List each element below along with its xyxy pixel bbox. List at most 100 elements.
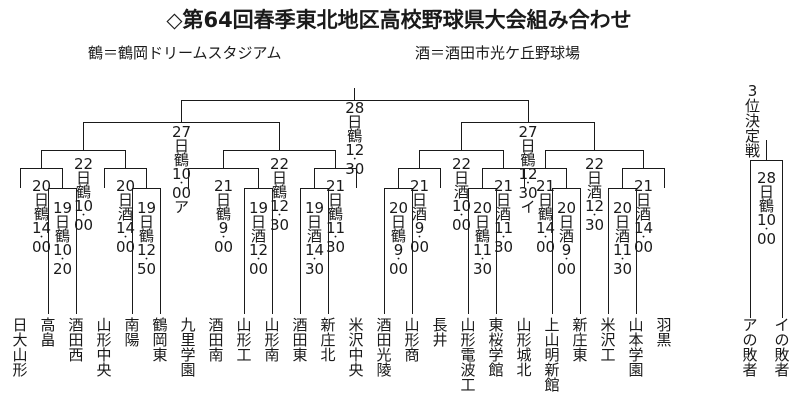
label-part: 28	[757, 169, 777, 187]
team-name-char: 陽	[124, 331, 140, 349]
semifinal-1-right-leg	[279, 122, 280, 150]
quarterfinal-3-left-leg	[419, 150, 420, 168]
label-part: 9	[414, 218, 425, 237]
label-part: ・	[523, 178, 533, 189]
team-name: 酒田東	[292, 318, 308, 363]
third-place-entrant-char: イ	[774, 316, 790, 334]
team-name-char: 酒	[292, 316, 308, 334]
round1-match-2-bar	[132, 188, 160, 189]
label-part: ・	[58, 254, 68, 265]
quarterfinal-1-left-leg	[41, 150, 42, 168]
team-name-char: 形	[236, 331, 252, 349]
round1-match-5-bar	[384, 188, 412, 189]
team-name-char: 園	[628, 361, 644, 379]
label-part: 30	[585, 216, 605, 235]
label-part: 20	[116, 177, 136, 195]
label-part: ・	[590, 210, 600, 221]
round2-match-8-left-leg	[622, 168, 623, 188]
round2-match-7-right-leg	[566, 168, 567, 188]
label-part: ア	[174, 198, 190, 217]
team-name-char: 工	[236, 346, 252, 364]
label-part: 10	[757, 210, 777, 229]
label-part: ・	[331, 232, 341, 243]
label-part: 21	[214, 177, 234, 195]
label-part: 日	[587, 168, 603, 187]
team-name-char: 田	[68, 331, 84, 349]
label-part: 50	[137, 260, 157, 279]
team-name: 九里学園	[180, 318, 196, 378]
round1-match-6-bar	[468, 188, 496, 189]
label-part: 10	[172, 164, 192, 183]
third-place-entrant-char: 者	[742, 361, 758, 379]
label-part: ・	[415, 232, 425, 243]
round2-match-1-left-leg	[20, 168, 21, 188]
third-place-stem	[766, 140, 767, 160]
team-name-char: 九	[180, 316, 196, 334]
label-part: 11	[326, 218, 346, 237]
label-part: ・	[541, 232, 551, 243]
label-part: 19	[53, 199, 73, 217]
final-match-right-leg	[527, 100, 529, 122]
team-name-char: 岡	[152, 331, 168, 349]
team-name-char: 長	[432, 316, 448, 334]
label-part: 酒	[587, 182, 603, 201]
label-part: 10	[452, 196, 472, 215]
third-place-entrant-char: の	[774, 331, 790, 349]
team-name-char: 工	[600, 346, 616, 364]
semifinal-1-left-leg	[83, 122, 84, 150]
label-part: 9	[561, 240, 572, 259]
team-name-char: 上	[544, 316, 560, 334]
label-part: 30	[345, 160, 365, 179]
label-part: 00	[74, 216, 94, 235]
label-part: 酒	[636, 204, 652, 223]
team-name-char: 酒	[376, 316, 392, 334]
label-part: 鶴	[216, 204, 232, 223]
team-name-char: 田	[376, 331, 392, 349]
team-name: 山形城北	[516, 318, 532, 378]
third-place-entrant-char: ア	[742, 316, 758, 334]
team-name-char: 山	[12, 346, 28, 364]
label-part: 10	[74, 196, 94, 215]
label-part: 日	[615, 212, 631, 231]
round1-match-3-right-leg	[272, 188, 273, 314]
team-name-char: 田	[292, 331, 308, 349]
label-part: 12	[270, 196, 290, 215]
label-part: 30	[518, 184, 538, 203]
team-name: 長井	[432, 318, 448, 348]
team-name-char: 館	[544, 376, 560, 394]
label-part: 日	[251, 212, 267, 231]
label-part: ・	[618, 254, 628, 265]
label-part: 00	[116, 238, 136, 257]
round2-match-7-bar	[524, 168, 566, 169]
round1-match-1-right-leg	[76, 188, 77, 314]
label-part: 21	[326, 177, 346, 195]
label-part: 日	[139, 212, 155, 231]
label-part: 11	[494, 218, 514, 237]
label-part: 日	[759, 182, 775, 201]
third-place-entrant-char: 敗	[742, 346, 758, 364]
team-name-char: 陵	[376, 361, 392, 379]
label-part: 00	[389, 260, 409, 279]
quarterfinal-1-bar	[41, 150, 125, 151]
team-name: 米沢工	[600, 318, 616, 363]
round1-match-2-right-leg	[160, 188, 161, 314]
team-name-char: 形	[516, 331, 532, 349]
semifinal-2-left-leg	[461, 122, 462, 150]
team-name-char: 山	[516, 316, 532, 334]
round2-match-4-right-leg	[356, 168, 357, 188]
venue-legend-tsuru: 鶴＝鶴岡ドリームスタジアム	[88, 44, 282, 62]
team-name-char: 形	[96, 331, 112, 349]
label-part: 20	[557, 199, 577, 217]
team-name: 酒田光陵	[376, 318, 392, 378]
team-name-char: 央	[96, 361, 112, 379]
team-name: 南陽	[124, 318, 140, 348]
round1-match-4-right-leg	[328, 188, 329, 314]
round1-match-8-left-leg	[608, 188, 609, 314]
label-part: 日	[34, 190, 50, 209]
team-name-char: 波	[460, 361, 476, 379]
